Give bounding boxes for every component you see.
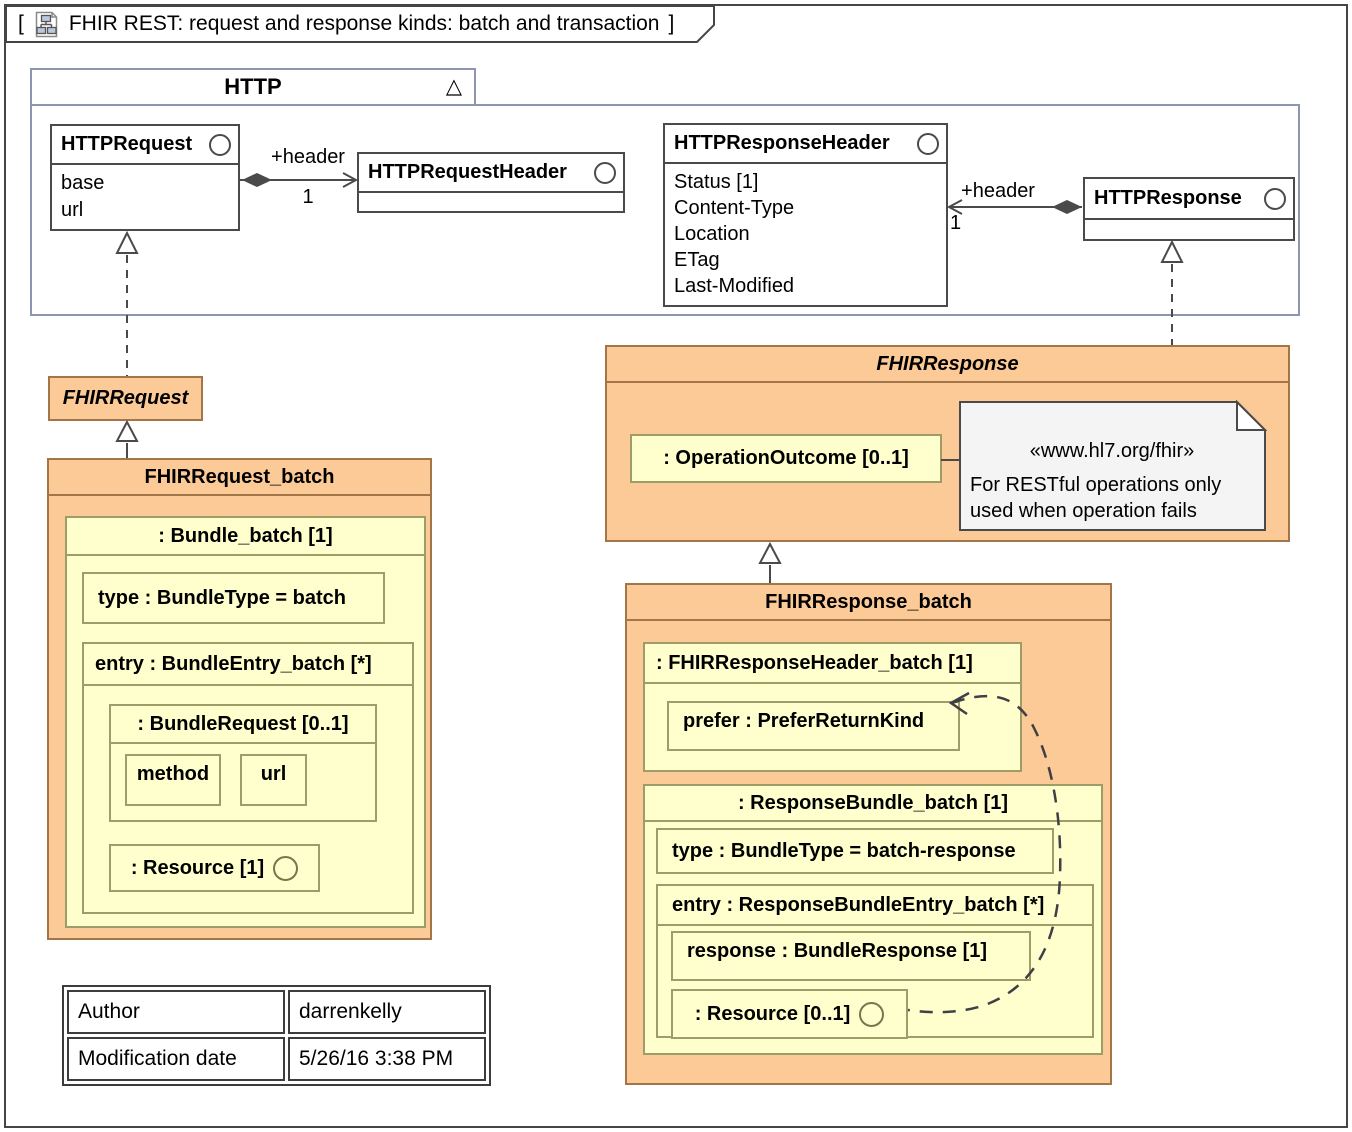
part-prefer[interactable]: prefer : PreferReturnKind xyxy=(667,701,960,751)
part-name: : Bundle_batch [1] xyxy=(158,524,333,547)
bracket-close: ] xyxy=(668,12,675,35)
class-name: HTTPResponseHeader xyxy=(674,132,890,154)
info-label: Modification date xyxy=(67,1037,285,1081)
class-httpresponse[interactable]: HTTPResponse xyxy=(1083,177,1295,241)
diagram-title-tab-shape xyxy=(5,5,715,43)
association-role-label: +header xyxy=(961,180,1035,202)
part-name: : Resource [0..1] xyxy=(694,1002,851,1025)
diagram-title-tab[interactable]: [ FHIR REST: request and response kinds:… xyxy=(5,8,705,40)
part-name: response : BundleResponse [1] xyxy=(687,940,988,962)
attribute: base xyxy=(61,172,105,194)
block-name: FHIRResponse_batch xyxy=(765,590,972,613)
part-bundle-entry[interactable]: entry : ResponseBundleEntry_batch [*] re… xyxy=(656,884,1094,1039)
class-name: HTTPRequest xyxy=(61,133,193,155)
attribute: Content-Type xyxy=(674,197,795,219)
class-name: HTTPResponse xyxy=(1094,187,1242,209)
class-httpresponseheader[interactable]: HTTPResponseHeader Status [1] Content-Ty… xyxy=(663,123,948,307)
part-bundle-entry[interactable]: entry : BundleEntry_batch [*] : BundleRe… xyxy=(82,642,414,914)
part-name: type : BundleType = batch xyxy=(98,586,346,609)
class-httprequest[interactable]: HTTPRequest base url xyxy=(50,124,240,231)
info-value: 5/26/16 3:38 PM xyxy=(288,1037,486,1081)
part-name: : BundleRequest [0..1] xyxy=(137,712,349,735)
part-name: : FHIRResponseHeader_batch [1] xyxy=(656,651,973,674)
class-httprequestheader[interactable]: HTTPRequestHeader xyxy=(357,152,625,213)
part-method[interactable]: method xyxy=(125,754,221,806)
info-value: darrenkelly xyxy=(288,990,486,1034)
block-name: FHIRResponse xyxy=(876,352,1019,375)
class-circle-icon xyxy=(594,161,616,184)
part-bundle-type[interactable]: type : BundleType = batch xyxy=(82,572,385,624)
block-fhirrequest[interactable]: FHIRRequest xyxy=(48,376,203,421)
note-line: For RESTful operations only xyxy=(970,474,1222,496)
part-bundle-request[interactable]: : BundleRequest [0..1] method url xyxy=(109,704,377,822)
association-multiplicity: 1 xyxy=(302,186,314,208)
part-url[interactable]: url xyxy=(240,754,307,806)
association-role-label: +header xyxy=(271,146,345,168)
table-row: Author darrenkelly xyxy=(67,990,486,1034)
attribute: Last-Modified xyxy=(674,275,795,297)
attribute: ETag xyxy=(674,249,720,271)
http-package-name: HTTP xyxy=(224,74,282,99)
part-operation-outcome[interactable]: : OperationOutcome [0..1] xyxy=(630,434,942,483)
part-resource[interactable]: : Resource [0..1] xyxy=(671,989,908,1039)
resource-circle-icon xyxy=(859,1001,885,1027)
part-name: entry : ResponseBundleEntry_batch [*] xyxy=(672,893,1045,916)
part-name: type : BundleType = batch-response xyxy=(672,839,1016,862)
resource-circle-icon xyxy=(273,855,299,881)
class-circle-icon xyxy=(209,133,231,156)
part-name: : OperationOutcome [0..1] xyxy=(663,447,909,469)
diagram-info-table[interactable]: Author darrenkelly Modification date 5/2… xyxy=(62,985,491,1086)
table-row: Modification date 5/26/16 3:38 PM xyxy=(67,1037,486,1081)
class-circle-icon xyxy=(1264,187,1286,210)
block-name: FHIRRequest_batch xyxy=(144,465,335,488)
part-name: entry : BundleEntry_batch [*] xyxy=(95,652,372,675)
part-name: : ResponseBundle_batch [1] xyxy=(737,791,1009,814)
attribute: Status [1] xyxy=(674,171,759,193)
association-multiplicity: 1 xyxy=(950,212,962,234)
block-fhirrequest-batch[interactable]: FHIRRequest_batch : Bundle_batch [1] typ… xyxy=(47,458,432,940)
part-bundle-batch[interactable]: : Bundle_batch [1] type : BundleType = b… xyxy=(65,516,426,928)
part-name: method xyxy=(136,763,210,785)
part-name: : Resource [1] xyxy=(130,856,265,879)
class-name: HTTPRequestHeader xyxy=(368,161,567,183)
attribute: Location xyxy=(674,223,750,245)
diagram-title: FHIR REST: request and response kinds: b… xyxy=(68,12,660,35)
block-fhirresponse-batch[interactable]: FHIRResponse_batch : FHIRResponseHeader_… xyxy=(625,583,1112,1085)
part-responsebundle-batch[interactable]: : ResponseBundle_batch [1] type : Bundle… xyxy=(643,784,1103,1055)
note-stereotype: «www.hl7.org/fhir» xyxy=(1029,440,1195,462)
part-name: url xyxy=(260,763,287,785)
package-triangle-marker: △ xyxy=(445,75,462,98)
part-bundle-response[interactable]: response : BundleResponse [1] xyxy=(671,931,1031,981)
diagram-icon xyxy=(35,11,58,37)
block-name: FHIRRequest xyxy=(62,387,189,409)
info-label: Author xyxy=(67,990,285,1034)
class-circle-icon xyxy=(917,132,939,155)
part-name: prefer : PreferReturnKind xyxy=(683,710,925,732)
part-resource[interactable]: : Resource [1] xyxy=(109,844,320,892)
bracket-open: [ xyxy=(18,12,24,35)
note-line: used when operation fails xyxy=(970,500,1197,522)
part-fhirresponseheader-batch[interactable]: : FHIRResponseHeader_batch [1] prefer : … xyxy=(643,642,1022,772)
http-package-header[interactable]: HTTP △ xyxy=(30,68,476,106)
part-bundle-type[interactable]: type : BundleType = batch-response xyxy=(656,828,1054,874)
attribute: url xyxy=(61,199,84,221)
